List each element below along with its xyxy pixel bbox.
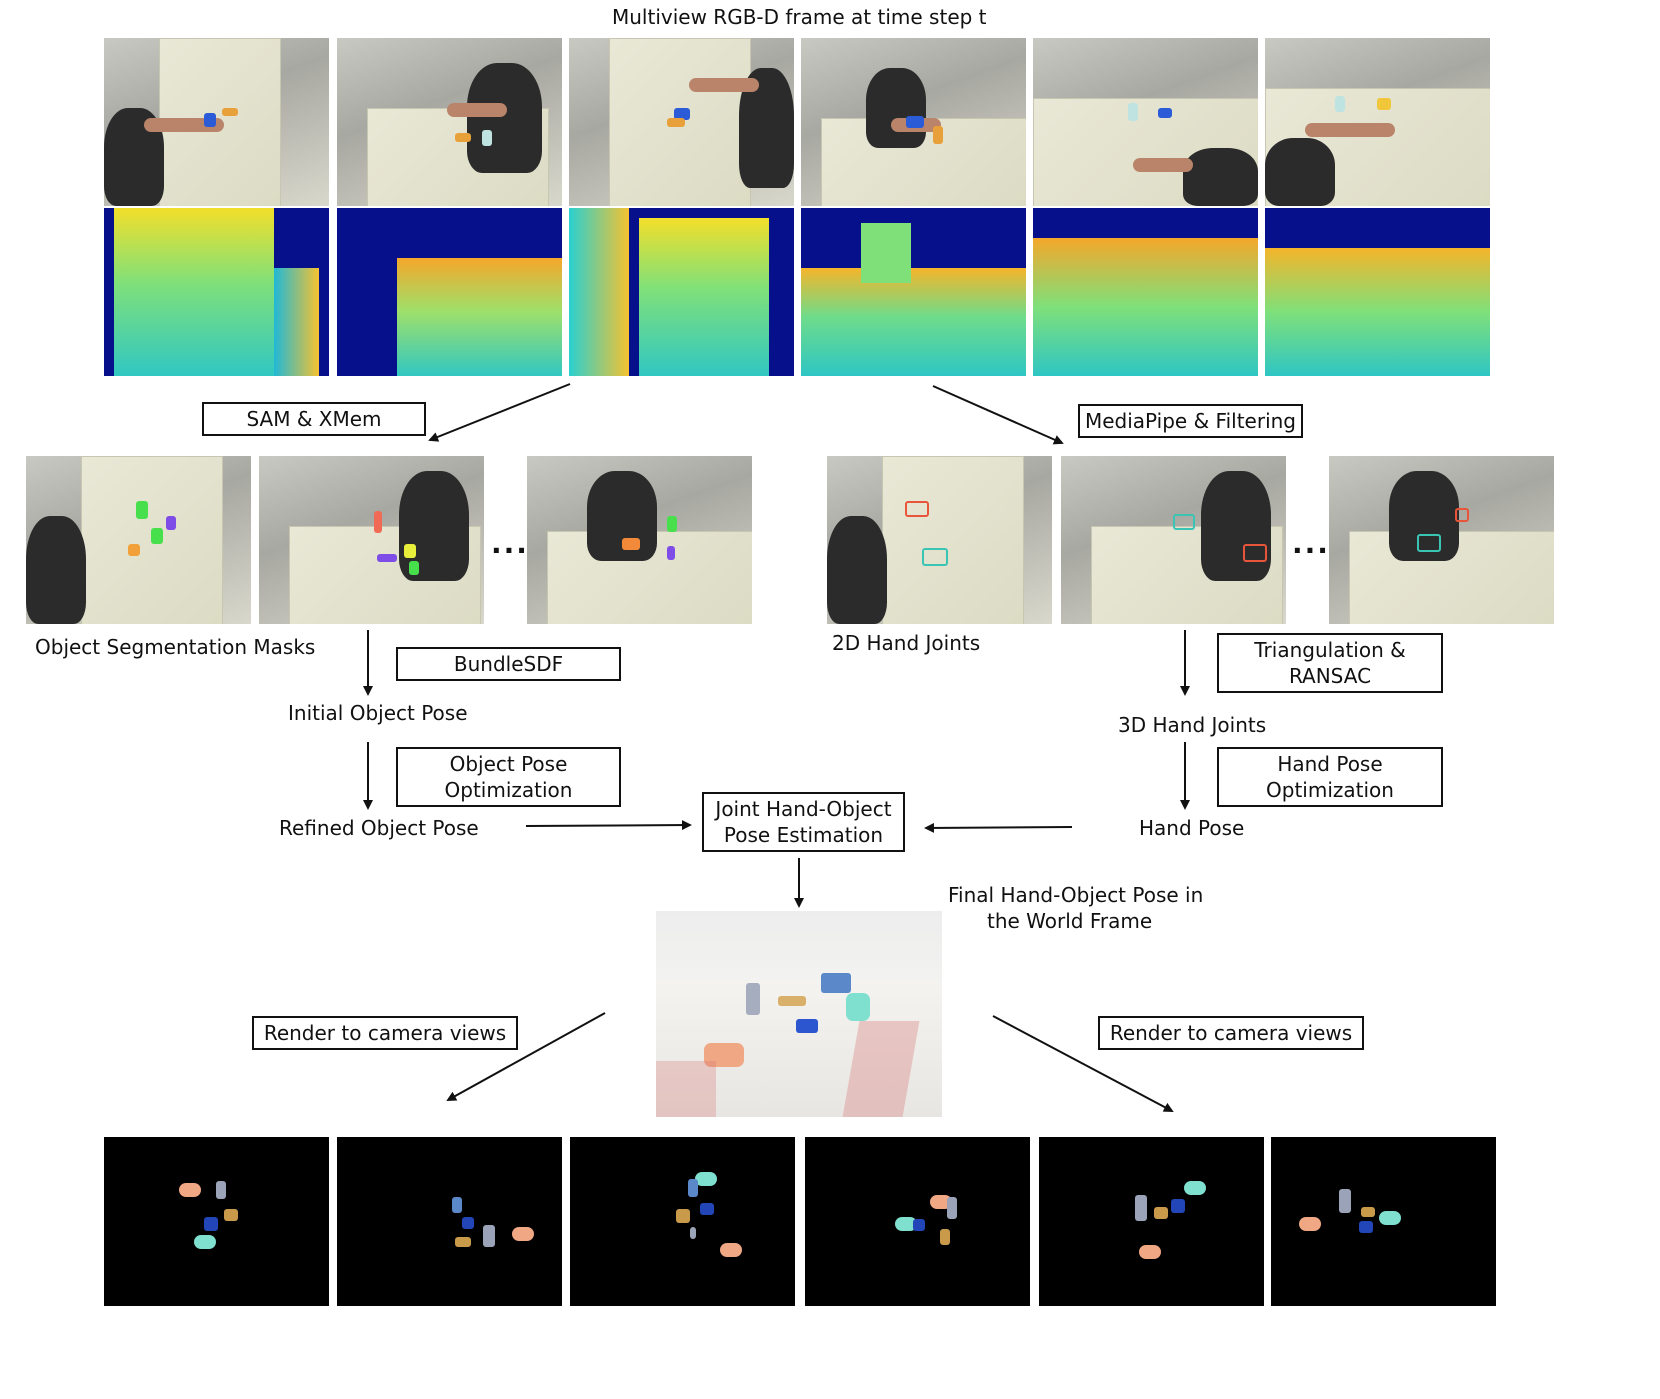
refined-object-pose-label: Refined Object Pose [279, 816, 479, 840]
seg-view-1 [26, 456, 251, 624]
render-view-1 [104, 1137, 329, 1306]
seg-masks-label: Object Segmentation Masks [35, 635, 316, 659]
render-view-4 [805, 1137, 1030, 1306]
joint-estimation-line1: Joint Hand-Object [715, 797, 892, 821]
rgb-view-3 [569, 38, 794, 206]
arrow-hand-to-joint [924, 822, 1073, 833]
hand2d-ellipsis: ... [1292, 527, 1330, 560]
hand2d-view-1 [827, 456, 1052, 624]
hand-2d-label: 2D Hand Joints [832, 631, 981, 655]
depth-view-6 [1265, 208, 1490, 376]
render-right-box: Render to camera views [1098, 1016, 1364, 1050]
arrow-object-to-joint [525, 820, 692, 831]
triangulation-line2: RANSAC [1288, 664, 1372, 688]
figure-title: Multiview RGB-D frame at time step t [612, 5, 987, 29]
triangulation-box: Triangulation & RANSAC [1217, 633, 1443, 693]
render-view-5 [1039, 1137, 1264, 1306]
hand2d-view-2 [1061, 456, 1286, 624]
object-pose-optimization-line1: Object Pose [449, 752, 568, 776]
mediapipe-box: MediaPipe & Filtering [1078, 404, 1303, 438]
joint-estimation-box: Joint Hand-Object Pose Estimation [702, 792, 905, 852]
world-frame-render [656, 911, 942, 1117]
render-view-2 [337, 1137, 562, 1306]
triangulation-line1: Triangulation & [1254, 638, 1406, 662]
arrow-render-right [992, 1015, 1174, 1112]
object-pose-optimization-box: Object Pose Optimization [396, 747, 621, 807]
rgb-view-5 [1033, 38, 1258, 206]
hand-3d-label: 3D Hand Joints [1118, 713, 1267, 737]
bundlesdf-label: BundleSDF [453, 652, 564, 676]
depth-view-2 [337, 208, 562, 376]
rgb-view-6 [1265, 38, 1490, 206]
depth-view-3 [569, 208, 794, 376]
arrow-to-hand-2d [932, 385, 1064, 445]
rgb-view-2 [337, 38, 562, 206]
seg-view-2 [259, 456, 484, 624]
render-view-3 [570, 1137, 795, 1306]
mediapipe-label: MediaPipe & Filtering [1084, 409, 1296, 433]
final-pose-label-line1: Final Hand-Object Pose in [948, 883, 1204, 907]
seg-ellipsis: ... [491, 527, 529, 560]
seg-view-3 [527, 456, 752, 624]
render-view-6 [1271, 1137, 1496, 1306]
arrow-to-segmentation [428, 383, 571, 442]
hand-pose-label: Hand Pose [1139, 816, 1245, 840]
sam-xmem-box: SAM & XMem [202, 402, 426, 436]
render-left-box: Render to camera views [252, 1016, 518, 1050]
rgb-view-1 [104, 38, 329, 206]
object-pose-optimization-line2: Optimization [444, 778, 573, 802]
hand2d-view-3 [1329, 456, 1554, 624]
hand-pose-optimization-line1: Hand Pose [1277, 752, 1383, 776]
render-right-label: Render to camera views [1109, 1021, 1353, 1045]
depth-view-4 [801, 208, 1026, 376]
arrow-render-left [446, 1012, 606, 1101]
render-left-label: Render to camera views [263, 1021, 507, 1045]
initial-object-pose-label: Initial Object Pose [288, 701, 468, 725]
hand-pose-optimization-box: Hand Pose Optimization [1217, 747, 1443, 807]
sam-xmem-label: SAM & XMem [246, 407, 382, 431]
rgb-view-4 [801, 38, 1026, 206]
bundlesdf-box: BundleSDF [396, 647, 621, 681]
joint-estimation-line2: Pose Estimation [723, 823, 884, 847]
depth-view-5 [1033, 208, 1258, 376]
depth-view-1 [104, 208, 329, 376]
hand-pose-optimization-line2: Optimization [1266, 778, 1394, 802]
final-pose-label-line2: the World Frame [987, 909, 1153, 933]
